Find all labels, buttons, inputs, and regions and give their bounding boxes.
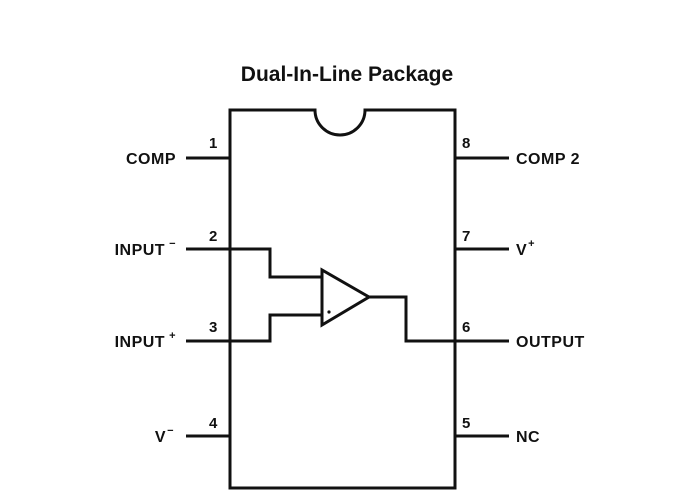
op-amp-triangle <box>320 267 372 328</box>
pin-2-label: INPUT− <box>115 238 176 259</box>
op-amp-dot <box>327 310 331 314</box>
pin-2-number: 2 <box>209 228 217 245</box>
input-plus-wire <box>230 313 322 343</box>
pin-6-number: 6 <box>462 319 470 336</box>
pin-3-label: INPUT+ <box>115 330 176 351</box>
pin-8-number: 8 <box>462 135 470 152</box>
pin-4-label: V− <box>155 425 174 446</box>
pin-5-label: NC <box>516 429 540 446</box>
output-wire <box>369 295 455 343</box>
pin-1-number: 1 <box>209 135 217 152</box>
input-minus-wire <box>230 247 322 279</box>
pin-3-number: 3 <box>209 319 217 336</box>
diagram-title: Dual-In-Line Package <box>241 63 453 86</box>
pin-6-label: OUTPUT <box>516 334 585 351</box>
pin-7-label: V+ <box>516 238 535 259</box>
pin-7-number: 7 <box>462 228 470 245</box>
pin-8-label: COMP 2 <box>516 151 580 168</box>
pin-5-number: 5 <box>462 415 470 432</box>
pin-4-number: 4 <box>209 415 218 432</box>
package-body <box>228 108 457 490</box>
pin-1-label: COMP <box>126 151 176 168</box>
